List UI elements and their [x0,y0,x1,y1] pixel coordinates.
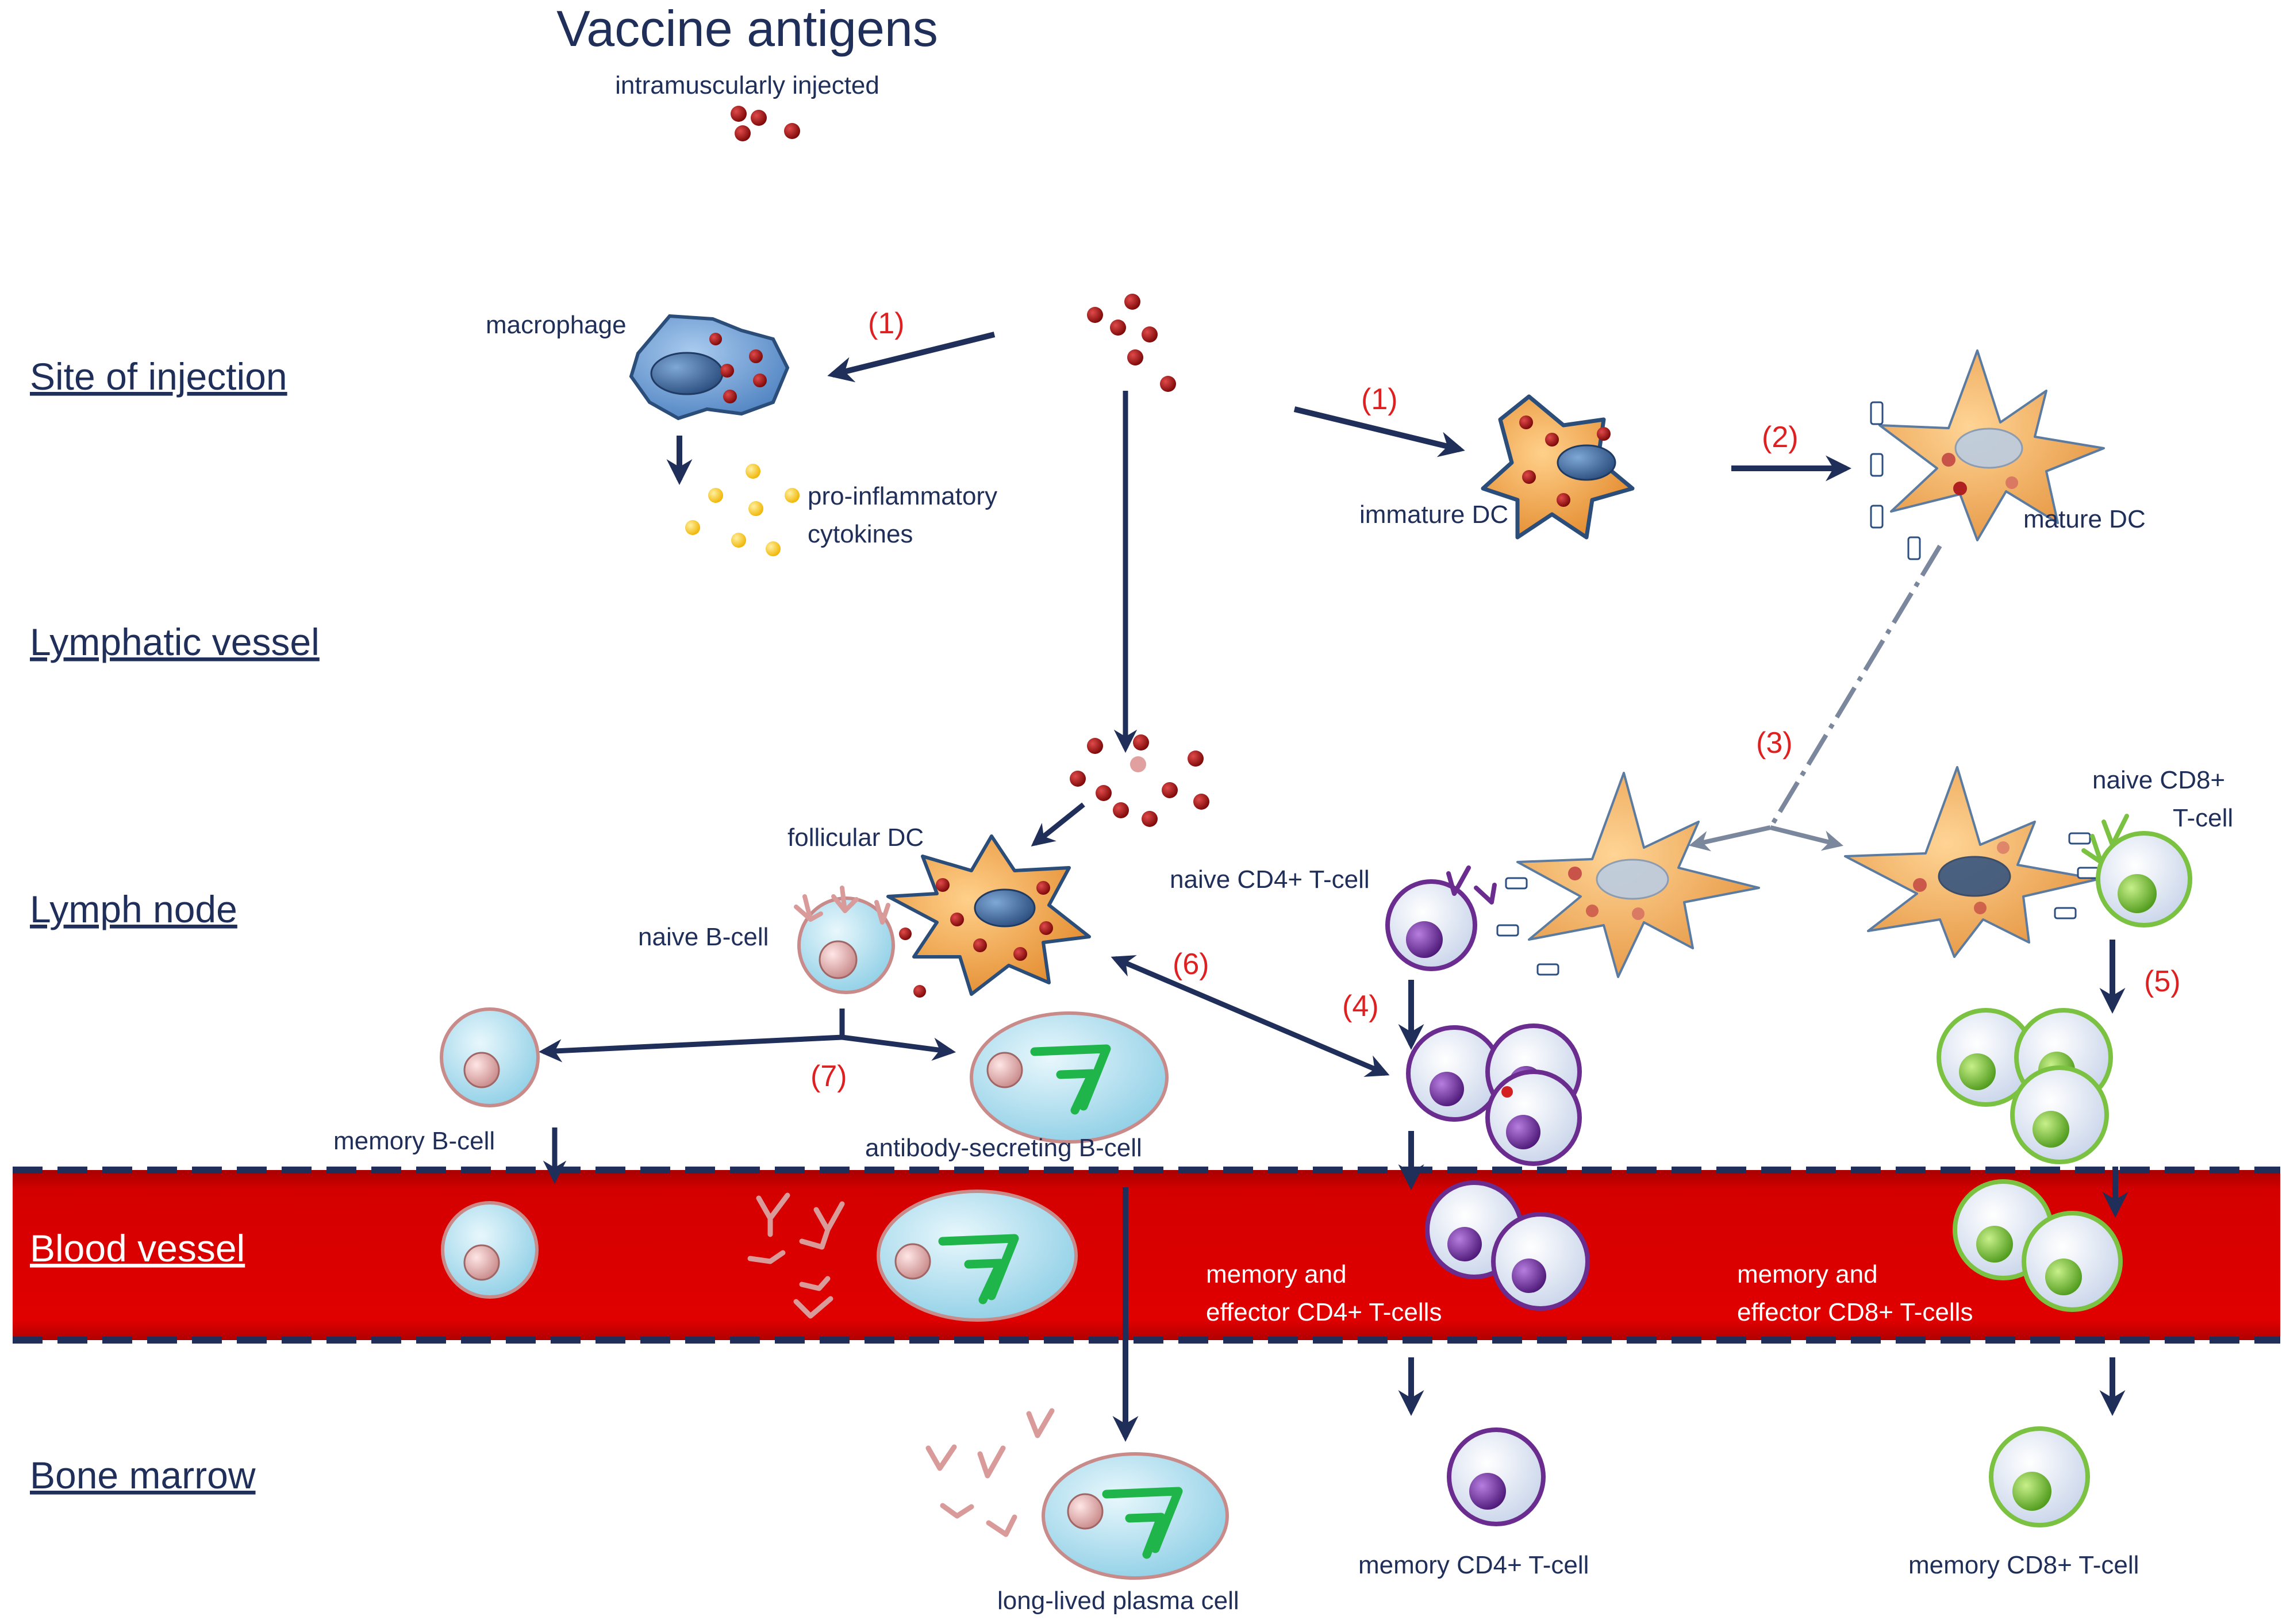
memory-b-cell-label: memory B-cell [333,1127,495,1155]
stage-label-lymph-node: Lymph node [30,888,237,930]
mature-dc-presenting-cd4 [1496,772,1760,978]
mature-dc-cell [1870,349,2105,560]
memory-effector-cd8-label-line1: memory and [1737,1260,1878,1288]
memory-effector-cd4-blood [1425,1180,1590,1311]
arrow-to-immature-dc [1293,406,1465,457]
macrophage-cell [629,314,790,421]
naive-b-cell-label: naive B-cell [638,923,769,951]
memory-cd8-t-cell-label: memory CD8+ T-cell [1908,1551,2139,1579]
antigen-cluster-injection-site [1087,294,1176,392]
antigen-cluster-lymph-node [1070,734,1209,827]
memory-cd4-t-cell-label: memory CD4+ T-cell [1358,1551,1589,1579]
memory-cd8-t-cell-bone-marrow [1989,1426,2090,1527]
naive-b-cell [794,886,926,998]
mature-dc-presenting-cd8 [1844,766,2100,958]
antibody-secreting-b-cell-label: antibody-secreting B-cell [865,1134,1142,1162]
long-lived-plasma-cell [1042,1452,1229,1580]
arrow-to-cd8-dc [1770,825,1843,851]
migration-path-step-3 [1768,544,1942,829]
step-1-immature-dc: (1) [1361,383,1398,416]
antibody-secreting-b-cell-lymph-node [970,1011,1169,1144]
step-5: (5) [2144,965,2181,998]
cytokine-dots [685,464,800,556]
activated-cd8-t-cell-cluster [1937,1008,2113,1164]
memory-b-cell-lymph-node [440,1007,540,1107]
memory-cd4-t-cell-bone-marrow [1447,1427,1546,1526]
memory-effector-cd4-label-line1: memory and [1206,1260,1347,1288]
naive-cd8-t-cell-label-line2: T-cell [2173,804,2233,832]
step-6: (6) [1173,948,1209,981]
antigen-cluster-top [731,106,800,141]
step-1-macrophage: (1) [868,307,905,340]
free-antibodies-blood [747,1192,845,1319]
step-2-mature-dc: (2) [1762,421,1799,454]
arrow-to-follicular-dc [1031,802,1085,847]
naive-cd8-t-cell-label-line1: naive CD8+ [2092,766,2225,794]
memory-effector-cd8-label-line2: effector CD8+ T-cells [1737,1298,1973,1326]
follicular-dc-cell [886,834,1091,996]
macrophage-label: macrophage [486,311,627,339]
arrow-to-macrophage [827,332,996,383]
cytokines-label-line2: cytokines [808,520,913,548]
stage-label-site-of-injection: Site of injection [30,355,287,398]
follicular-dc-label: follicular DC [787,823,924,852]
antibody-secreting-b-cell-blood [877,1190,1078,1322]
long-lived-plasma-cell-label: long-lived plasma cell [997,1587,1239,1615]
diagram-title: Vaccine antigens [556,0,938,57]
arrow-to-antibody-secreting-cell [842,1034,956,1061]
naive-cd4-t-cell [1385,865,1497,971]
immature-dc-cell [1481,394,1635,540]
arrow-to-cd4-dc [1688,825,1771,852]
diagram-subtitle: intramuscularly injected [615,71,879,99]
stage-label-blood-vessel: Blood vessel [30,1227,245,1269]
mature-dc-label: mature DC [2023,505,2146,533]
stage-label-lymphatic-vessel: Lymphatic vessel [30,621,320,663]
free-antibodies-bone-marrow [925,1408,1055,1537]
activated-cd4-t-cell-cluster [1406,1023,1582,1166]
memory-effector-cd4-label-line2: effector CD4+ T-cells [1206,1298,1442,1326]
step-7: (7) [810,1060,847,1093]
memory-effector-cd8-blood [1953,1179,2123,1312]
immature-dc-label: immature DC [1359,501,1508,529]
arrow-step-6-bidirectional [1111,955,1390,1077]
cytokines-label-line1: pro-inflammatory [808,482,997,510]
stage-label-bone-marrow: Bone marrow [30,1454,256,1496]
step-4: (4) [1342,990,1379,1023]
step-3: (3) [1756,726,1793,760]
memory-b-cell-blood [441,1201,539,1299]
blood-vessel-band [13,1170,2280,1340]
naive-cd8-t-cell [2081,814,2192,928]
arrow-to-memory-b-cell [538,1034,843,1063]
naive-cd4-t-cell-label: naive CD4+ T-cell [1170,865,1370,894]
